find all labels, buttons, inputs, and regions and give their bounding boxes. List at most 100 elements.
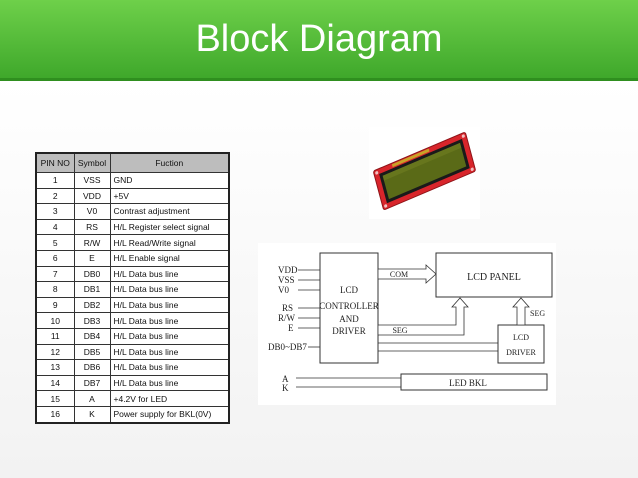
pin-symbol-cell: K <box>73 405 111 424</box>
table-header-symbol: Symbol <box>73 152 111 173</box>
pin-function-cell: Contrast adjustment <box>109 203 230 220</box>
com-label: COM <box>390 270 408 279</box>
mount-hole <box>470 167 474 171</box>
input-label-rw: R/W <box>278 313 296 323</box>
mount-hole <box>375 171 379 175</box>
mount-hole <box>461 134 465 138</box>
pin-number-cell: 9 <box>35 296 75 314</box>
input-label-rs: RS <box>282 303 293 313</box>
pin-symbol-cell: VDD <box>73 187 111 205</box>
pin-symbol-cell: DB2 <box>73 296 111 314</box>
block-diagram: VDD VSS V0 RS R/W E DB0~DB7 A K LCD CONT… <box>268 252 553 393</box>
pin-number-cell: 5 <box>35 234 75 251</box>
controller-label-line-1: LCD <box>340 285 359 295</box>
mount-hole <box>384 204 388 208</box>
pin-function-cell: H/L Data bus line <box>109 312 230 329</box>
pin-function-cell: H/L Data bus line <box>109 327 230 345</box>
table-header-pin-no: PIN NO <box>35 152 75 173</box>
pin-symbol-cell: V0 <box>73 203 111 220</box>
input-label-db: DB0~DB7 <box>268 342 307 352</box>
com-bus-arrow <box>377 264 437 284</box>
pin-function-cell: H/L Data bus line <box>109 343 230 361</box>
block-diagram-panel: VDD VSS V0 RS R/W E DB0~DB7 A K LCD CONT… <box>258 243 556 405</box>
pin-function-cell: H/L Data bus line <box>109 296 230 314</box>
slide-title: Block Diagram <box>195 18 443 60</box>
pin-number-cell: 8 <box>35 281 75 298</box>
led-backlight-block <box>400 373 548 391</box>
pin-number-cell: 11 <box>35 327 75 345</box>
pin-symbol-cell: RS <box>73 218 111 236</box>
lcd-panel-label: LCD PANEL <box>467 272 521 283</box>
input-label-vss: VSS <box>278 275 295 285</box>
controller-label-line-3: AND <box>339 314 359 324</box>
controller-label-line-2: CONTROLLER <box>319 301 379 311</box>
input-label-vdd: VDD <box>278 265 298 275</box>
controller-label-line-4: DRIVER <box>332 326 366 336</box>
controller-driver-wires <box>378 342 498 352</box>
pin-symbol-cell: DB0 <box>73 265 111 283</box>
pin-function-cell: H/L Data bus line <box>109 374 230 392</box>
pin-number-cell: 6 <box>35 249 75 267</box>
seg-label-controller: SEG <box>392 326 407 335</box>
pin-function-cell: H/L Data bus line <box>109 281 230 298</box>
input-label-k: K <box>282 383 289 393</box>
table-header-function: Fuction <box>109 152 230 173</box>
pin-symbol-cell: DB1 <box>73 281 111 298</box>
pin-number-cell: 14 <box>35 374 75 392</box>
pin-number-cell: 13 <box>35 359 75 376</box>
pin-function-cell: H/L Data bus line <box>109 265 230 283</box>
lcd-screen <box>382 142 467 200</box>
pin-number-cell: 2 <box>35 187 75 205</box>
lcd-panel-block <box>435 252 553 298</box>
pin-number-cell: 10 <box>35 312 75 329</box>
pin-symbol-cell: DB3 <box>73 312 111 329</box>
pin-number-cell: 3 <box>35 203 75 220</box>
lcd-pin-header <box>391 148 430 168</box>
lcd-module-photo <box>369 127 480 219</box>
backlight-label: LED BKL <box>449 378 487 388</box>
table-header-row: PIN NO Symbol Fuction <box>35 152 230 173</box>
pin-number-cell: 1 <box>35 172 75 189</box>
pin-function-cell: +4.2V for LED <box>109 390 230 407</box>
pin-symbol-cell: E <box>73 249 111 267</box>
controller-block <box>319 252 379 364</box>
input-label-a: A <box>282 374 289 384</box>
pin-function-cell: Power supply for BKL(0V) <box>109 405 230 424</box>
seg-bus-arrow-driver <box>512 297 530 326</box>
pin-function-cell: GND <box>109 172 230 189</box>
pin-function-cell: H/L Read/Write signal <box>109 234 230 251</box>
pin-function-cell: H/L Data bus line <box>109 359 230 376</box>
pin-function-cell: H/L Register select signal <box>109 218 230 236</box>
driver-label-line-2: DRIVER <box>506 348 536 357</box>
pin-symbol-cell: DB5 <box>73 343 111 361</box>
pin-number-cell: 16 <box>35 405 75 424</box>
pin-function-cell: +5V <box>109 187 230 205</box>
pin-symbol-cell: R/W <box>73 234 111 251</box>
lcd-module-illustration <box>373 132 476 210</box>
pin-symbol-cell: DB7 <box>73 374 111 392</box>
pin-function-cell: H/L Enable signal <box>109 249 230 267</box>
title-bar: Block Diagram <box>0 0 638 81</box>
input-label-v0: V0 <box>278 285 289 295</box>
lcd-screen-highlight <box>382 142 462 181</box>
pin-symbol-cell: A <box>73 390 111 407</box>
pin-number-cell: 15 <box>35 390 75 407</box>
pin-symbol-cell: DB6 <box>73 359 111 376</box>
pin-number-cell: 12 <box>35 343 75 361</box>
pin-number-cell: 4 <box>35 218 75 236</box>
